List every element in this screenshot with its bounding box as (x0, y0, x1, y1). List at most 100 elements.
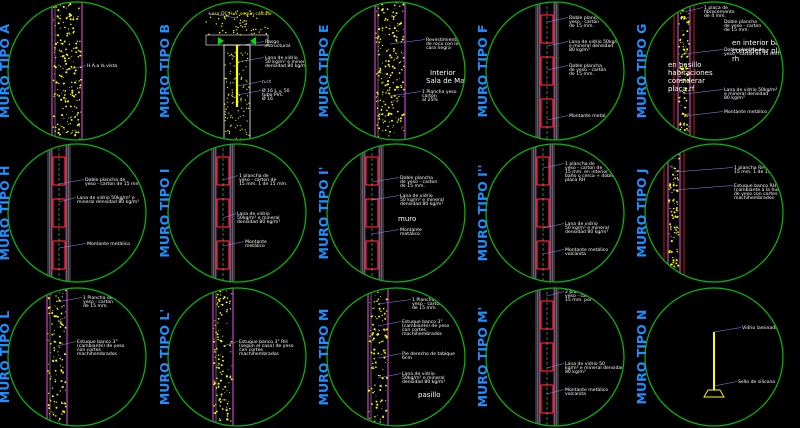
aggregate-dot (381, 44, 384, 47)
annotation-text: densidad 80 kg/m³ (237, 219, 280, 225)
aggregate-dot (239, 129, 241, 131)
aggregate-dot (216, 333, 219, 336)
aggregate-dot (370, 387, 373, 390)
annotation-text: metálico (245, 242, 265, 249)
aggregate-dot (51, 312, 54, 314)
aggregate-dot (69, 117, 72, 119)
aggregate-dot (245, 107, 248, 109)
aggregate-dot (77, 131, 80, 134)
aggregate-dot (381, 8, 384, 11)
aggregate-dot (401, 114, 404, 117)
aggregate-dot (241, 26, 244, 28)
aggregate-dot (393, 35, 396, 38)
aggregate-dot (54, 379, 56, 381)
aggregate-dot (54, 141, 56, 143)
aggregate-dot (396, 110, 399, 113)
aggregate-dot (55, 359, 58, 362)
aggregate-dot (59, 4, 62, 6)
aggregate-dot (385, 400, 387, 402)
aggregate-dot (385, 328, 388, 331)
aggregate-dot (74, 134, 77, 137)
aggregate-dot (226, 81, 228, 83)
aggregate-dot (402, 56, 405, 59)
aggregate-dot (53, 347, 56, 349)
aggregate-dot (52, 115, 55, 118)
aggregate-dot (220, 294, 222, 296)
aggregate-dot (676, 284, 678, 286)
metal-stud (52, 156, 66, 186)
aggregate-dot (673, 185, 675, 187)
aggregate-dot (76, 114, 79, 116)
aggregate-dot (237, 110, 239, 112)
aggregate-dot (379, 384, 382, 387)
aggregate-dot (687, 74, 689, 77)
annotation-text: yeso - carton de (565, 165, 602, 171)
annotation-text: de yeso con cortes (734, 191, 778, 197)
aggregate-dot (56, 94, 59, 96)
aggregate-dot (62, 96, 66, 99)
leader-line (371, 177, 400, 183)
leader-line (542, 163, 565, 169)
aggregate-dot (219, 339, 221, 342)
aggregate-dot (239, 19, 242, 21)
aggregate-dot (391, 119, 393, 122)
aggregate-dot (396, 100, 398, 102)
aggregate-dot (231, 365, 233, 367)
aggregate-dot (381, 377, 384, 380)
aggregate-dot (685, 124, 688, 126)
aggregate-dot (75, 93, 77, 96)
aggregate-dot (382, 113, 384, 115)
annotation-text: 1 plancha RH de (734, 165, 772, 171)
aggregate-dot (58, 420, 60, 422)
aggregate-dot (62, 21, 65, 24)
aggregate-dot (675, 189, 678, 192)
aggregate-dot (65, 17, 68, 20)
aggregate-dot (392, 18, 395, 21)
annotation-text: metálico (400, 230, 420, 237)
aggregate-dot (64, 405, 67, 408)
aggregate-dot (684, 49, 686, 52)
aggregate-dot (74, 116, 77, 118)
aggregate-dot (393, 60, 395, 62)
aggregate-dot (685, 128, 688, 130)
aggregate-dot (245, 20, 247, 22)
leader-line (546, 363, 565, 369)
aggregate-dot (217, 338, 219, 341)
aggregate-dot (226, 415, 229, 417)
aggregate-dot (683, 124, 686, 126)
detail-title: MURO TIPO I' (316, 167, 331, 260)
aggregate-dot (65, 114, 67, 115)
aggregate-dot (683, 63, 686, 66)
aggregate-dot (54, 92, 56, 94)
aggregate-dot (669, 139, 670, 140)
aggregate-dot (669, 207, 671, 209)
aggregate-dot (64, 402, 66, 404)
aggregate-dot (688, 54, 690, 56)
annotation-text: Montante (245, 239, 267, 245)
aggregate-dot (687, 21, 690, 24)
aggregate-dot (72, 27, 75, 30)
annotation-text: Lana de vidrio (402, 371, 435, 377)
leader-line (546, 65, 569, 71)
annotation-text: con cortes (239, 347, 264, 353)
aggregate-dot (59, 125, 61, 127)
aggregate-dot (227, 283, 228, 284)
aggregate-dot (60, 92, 62, 94)
annotation-text: Lana de vidrio 50kg/m³ (724, 87, 778, 93)
annotation-text: yeso - carton (83, 299, 113, 305)
aggregate-dot (72, 31, 75, 34)
aggregate-dot (396, 40, 398, 43)
aggregate-dot (49, 289, 52, 291)
leader-line (222, 213, 237, 219)
aggregate-dot (71, 81, 73, 84)
annotation-text: de 15 mm. (400, 183, 425, 189)
aggregate-dot (384, 334, 387, 337)
aggregate-dot (399, 61, 402, 63)
aggregate-dot (47, 404, 50, 407)
annotation-text: habitaciones (668, 69, 713, 77)
aggregate-dot (217, 358, 220, 361)
aggregate-dot (222, 370, 224, 373)
aggregate-dot (377, 329, 379, 331)
